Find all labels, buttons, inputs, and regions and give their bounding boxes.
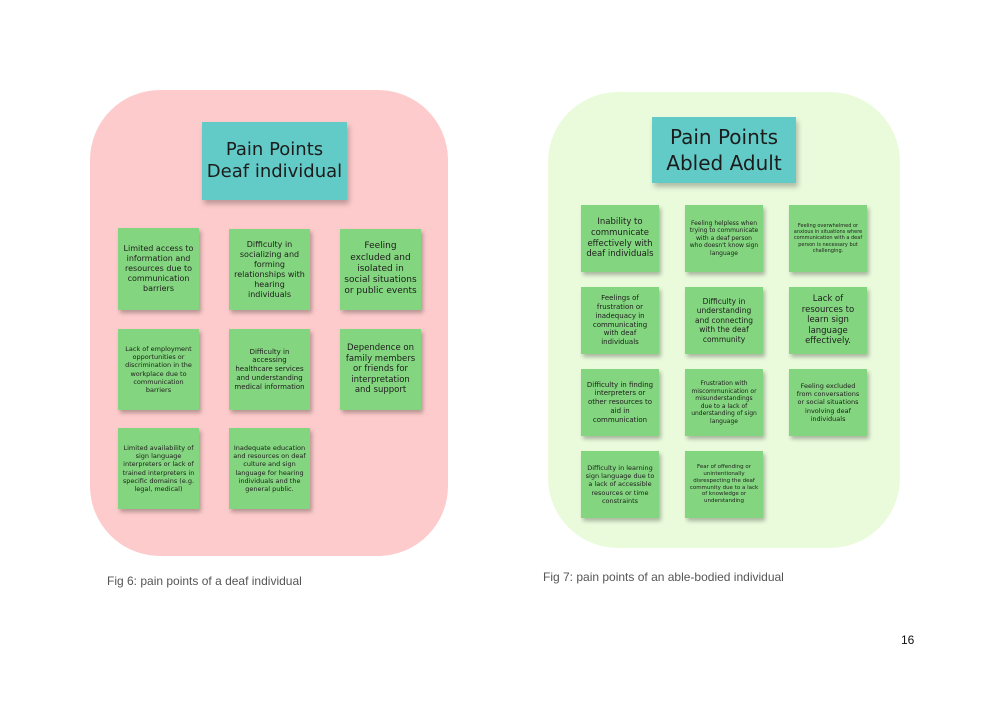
title-line-2: Abled Adult [666,151,782,175]
sticky-note: Difficulty in finding interpreters or ot… [581,369,659,436]
sticky-note: Dependence on family members or friends … [340,329,421,410]
title-line-1: Pain Points [225,139,324,161]
sticky-note: Lack of employment opportunities or disc… [118,329,199,410]
sticky-note: Difficulty in accessing healthcare servi… [229,329,310,410]
sticky-note: Feeling helpless when trying to communic… [685,205,763,272]
title-line-2: Deaf individual [206,161,343,182]
sticky-note: Inability to communicate effectively wit… [581,205,659,272]
sticky-note: Feeling overwhelmed or anxious in situat… [789,205,867,272]
sticky-note: Difficulty in learning sign language due… [581,451,659,518]
figure-caption: Fig 7: pain points of an able-bodied ind… [543,570,784,584]
figure-caption: Fig 6: pain points of a deaf individual [107,574,302,588]
sticky-note: Limited access to information and resour… [118,228,199,310]
sticky-note: Inadequate education and resources on de… [229,428,310,509]
title-line-1: Pain Points [669,125,779,149]
sticky-note: Fear of offending or unintentionally dis… [685,451,763,518]
sticky-note: Difficulty in socializing and forming re… [229,229,310,310]
board-title-deaf: Pain Points Deaf individual [202,122,347,200]
sticky-note: Feelings of frustration or inadequacy in… [581,287,659,354]
sticky-note: Feeling excluded from conversations or s… [789,369,867,436]
sticky-note: Frustration with miscommunication or mis… [685,369,763,436]
sticky-note: Limited availability of sign language in… [118,428,199,509]
board-title-abled-adult: Pain Points Abled Adult [652,117,796,183]
sticky-note: Difficulty in understanding and connecti… [685,287,763,354]
sticky-note: Feeling excluded and isolated in social … [340,229,421,310]
sticky-note: Lack of resources to learn sign language… [789,287,867,354]
page-number: 16 [901,633,915,647]
